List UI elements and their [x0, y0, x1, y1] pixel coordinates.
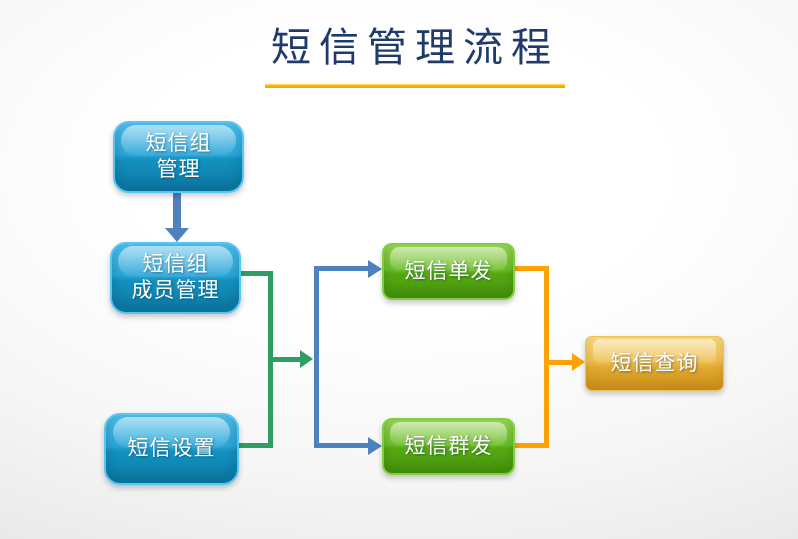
node-label-line: 短信设置: [127, 437, 216, 460]
node-label-line: 管理: [156, 158, 201, 181]
node-sms-group-mgmt: 短信组 管理: [113, 121, 244, 193]
edge-member-to-junction-h: [237, 271, 271, 276]
page-title: 短信管理流程: [271, 25, 559, 71]
title-underline: [265, 84, 565, 88]
node-label-line: 成员管理: [131, 279, 220, 302]
edge-to-bulk-send-arrowhead: [368, 437, 382, 455]
node-sms-bulk-send: 短信群发: [382, 418, 515, 475]
edge-group-to-member-stem: [173, 192, 181, 229]
edge-single-send-to-query-h: [511, 266, 549, 271]
edge-to-single-send-arrowhead: [368, 260, 382, 278]
edge-bulk-send-to-query-h: [511, 443, 549, 448]
edge-to-single-send-h: [314, 266, 368, 271]
node-sms-group-member-mgmt: 短信组 成员管理: [110, 242, 241, 314]
edge-green-junction-vertical: [268, 271, 273, 448]
edge-group-to-member-arrowhead: [165, 228, 189, 242]
edge-to-bulk-send-h: [314, 443, 368, 448]
edge-query-arrow-stem: [549, 360, 572, 365]
edge-blue-fanout-vertical: [314, 266, 319, 448]
node-label-line: 短信组: [142, 253, 209, 276]
edge-settings-to-junction-h: [235, 443, 273, 448]
edge-orange-junction-vertical: [544, 266, 549, 448]
node-label-line: 短信单发: [404, 259, 493, 283]
node-sms-query: 短信查询: [585, 336, 724, 391]
node-label-line: 短信组: [145, 132, 212, 155]
edge-junction-arrowhead: [300, 350, 313, 368]
edge-query-arrowhead: [572, 353, 585, 371]
node-sms-settings: 短信设置: [104, 413, 239, 485]
node-label-line: 短信群发: [404, 434, 493, 458]
node-label-line: 短信查询: [610, 351, 699, 375]
edge-junction-arrow-stem: [273, 357, 300, 362]
node-sms-single-send: 短信单发: [382, 243, 515, 300]
